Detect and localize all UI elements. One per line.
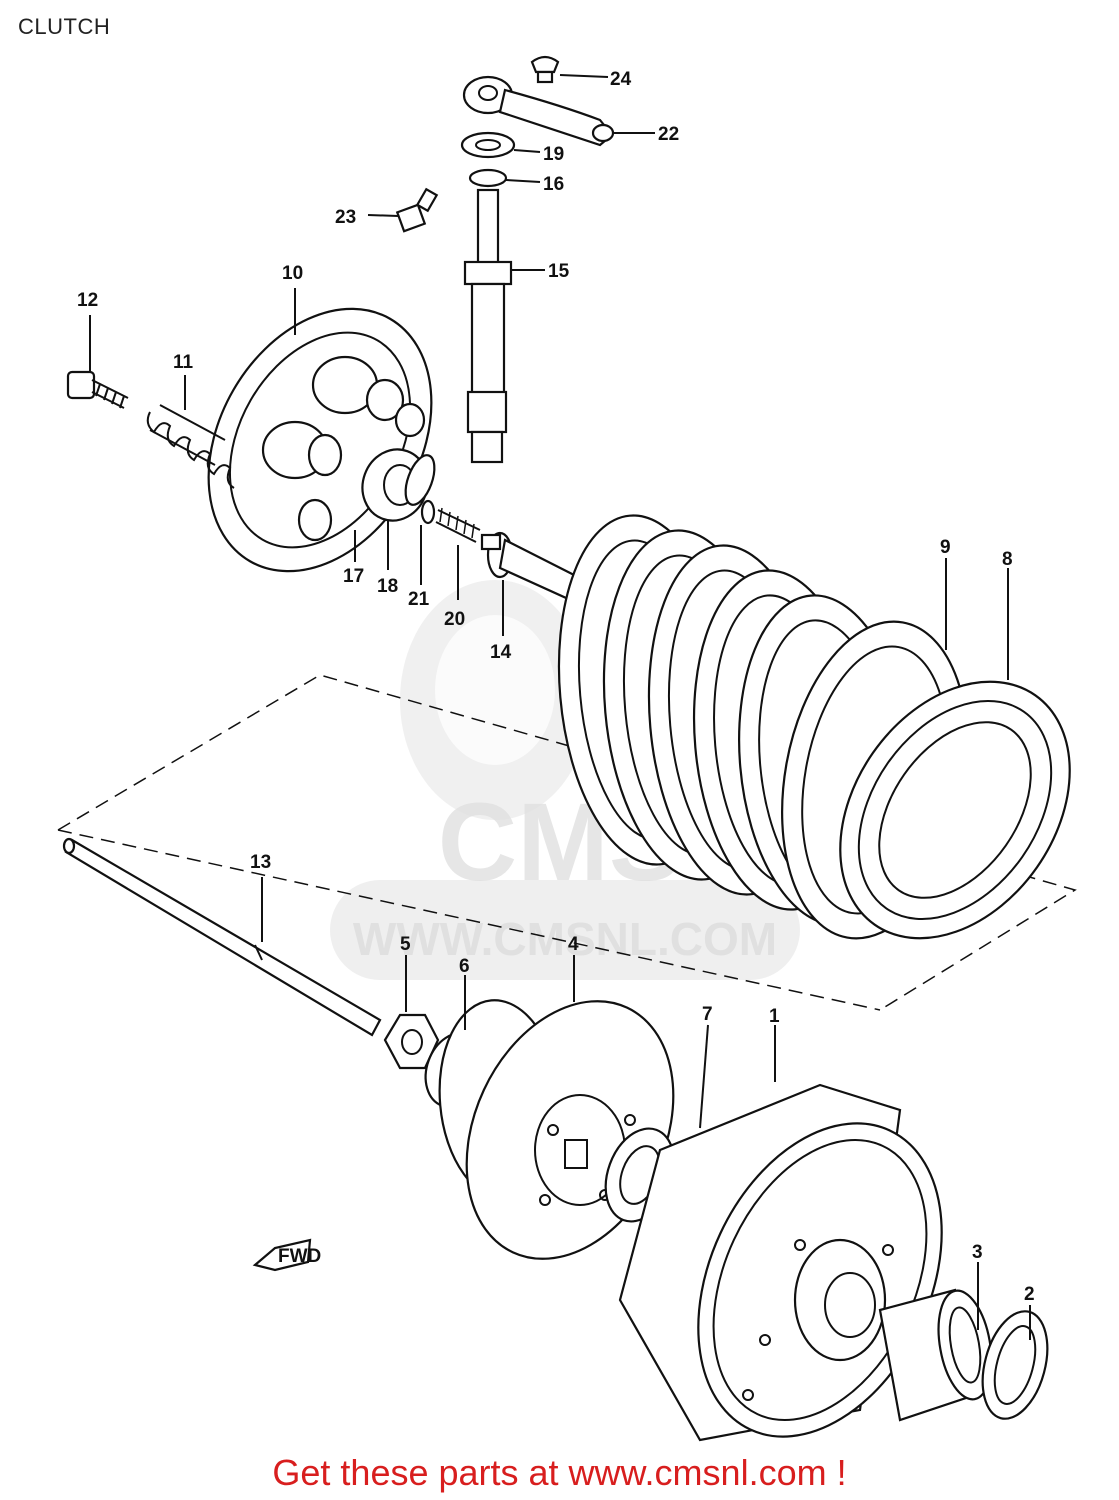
callout-21: 21 <box>408 589 430 610</box>
washer-21 <box>420 499 436 525</box>
callout-24: 24 <box>610 69 632 90</box>
clutch-exploded-diagram: CMS WWW.CMSNL.COM <box>57 55 1077 1442</box>
clutch-plate-stack <box>557 514 1071 940</box>
callout-20: 20 <box>444 609 465 630</box>
callout-13: 13 <box>250 852 271 873</box>
callout-17: 17 <box>343 566 364 587</box>
callout-8: 8 <box>1002 549 1013 570</box>
callout-10: 10 <box>282 263 303 284</box>
push-rod-13 <box>62 837 382 1037</box>
group-boundary-close <box>57 829 881 1011</box>
callout-11: 11 <box>173 352 194 373</box>
oil-seal-16 <box>468 168 508 188</box>
pressure-plate-10 <box>207 307 433 573</box>
callout-5: 5 <box>400 934 411 955</box>
footer-cta-link[interactable]: Get these parts at www.cmsnl.com ! <box>272 1452 847 1493</box>
callout-2: 2 <box>1024 1284 1035 1305</box>
callout-22: 22 <box>658 124 679 145</box>
callout-23: 23 <box>335 207 356 228</box>
callout-3: 3 <box>972 1242 983 1263</box>
callout-1: 1 <box>769 1006 780 1027</box>
callout-6: 6 <box>459 956 470 977</box>
bolt-23 <box>395 187 439 233</box>
release-shaft-15 <box>463 188 513 464</box>
forward-arrow-icon: FWD <box>252 1238 321 1272</box>
washer-19 <box>460 131 516 159</box>
callout-15: 15 <box>548 261 570 282</box>
forward-arrow-label: FWD <box>278 1246 321 1267</box>
callout-9: 9 <box>940 537 951 558</box>
callout-4: 4 <box>568 934 579 955</box>
watermark-url: WWW.CMSNL.COM <box>353 913 777 965</box>
bolt-12 <box>66 370 129 409</box>
nut-5 <box>383 1013 440 1070</box>
spacer-3 <box>878 1288 993 1422</box>
callout-labels: 24 22 19 16 23 15 10 12 11 17 18 21 20 1… <box>77 69 1035 1305</box>
adjusting-screw-20 <box>435 507 481 543</box>
callout-14: 14 <box>490 642 512 663</box>
bearing-18 <box>361 448 436 522</box>
callout-16: 16 <box>543 174 564 195</box>
callout-19: 19 <box>543 144 564 165</box>
clutch-spring-11 <box>146 404 235 489</box>
primary-driven-gear-1 <box>618 1083 943 1442</box>
screw-24 <box>530 55 560 84</box>
callout-18: 18 <box>377 576 398 597</box>
callout-7: 7 <box>702 1004 713 1025</box>
callout-leaders <box>89 74 1031 1340</box>
page-title: CLUTCH <box>18 14 111 39</box>
release-lever-22 <box>462 75 615 147</box>
callout-12: 12 <box>77 290 98 311</box>
